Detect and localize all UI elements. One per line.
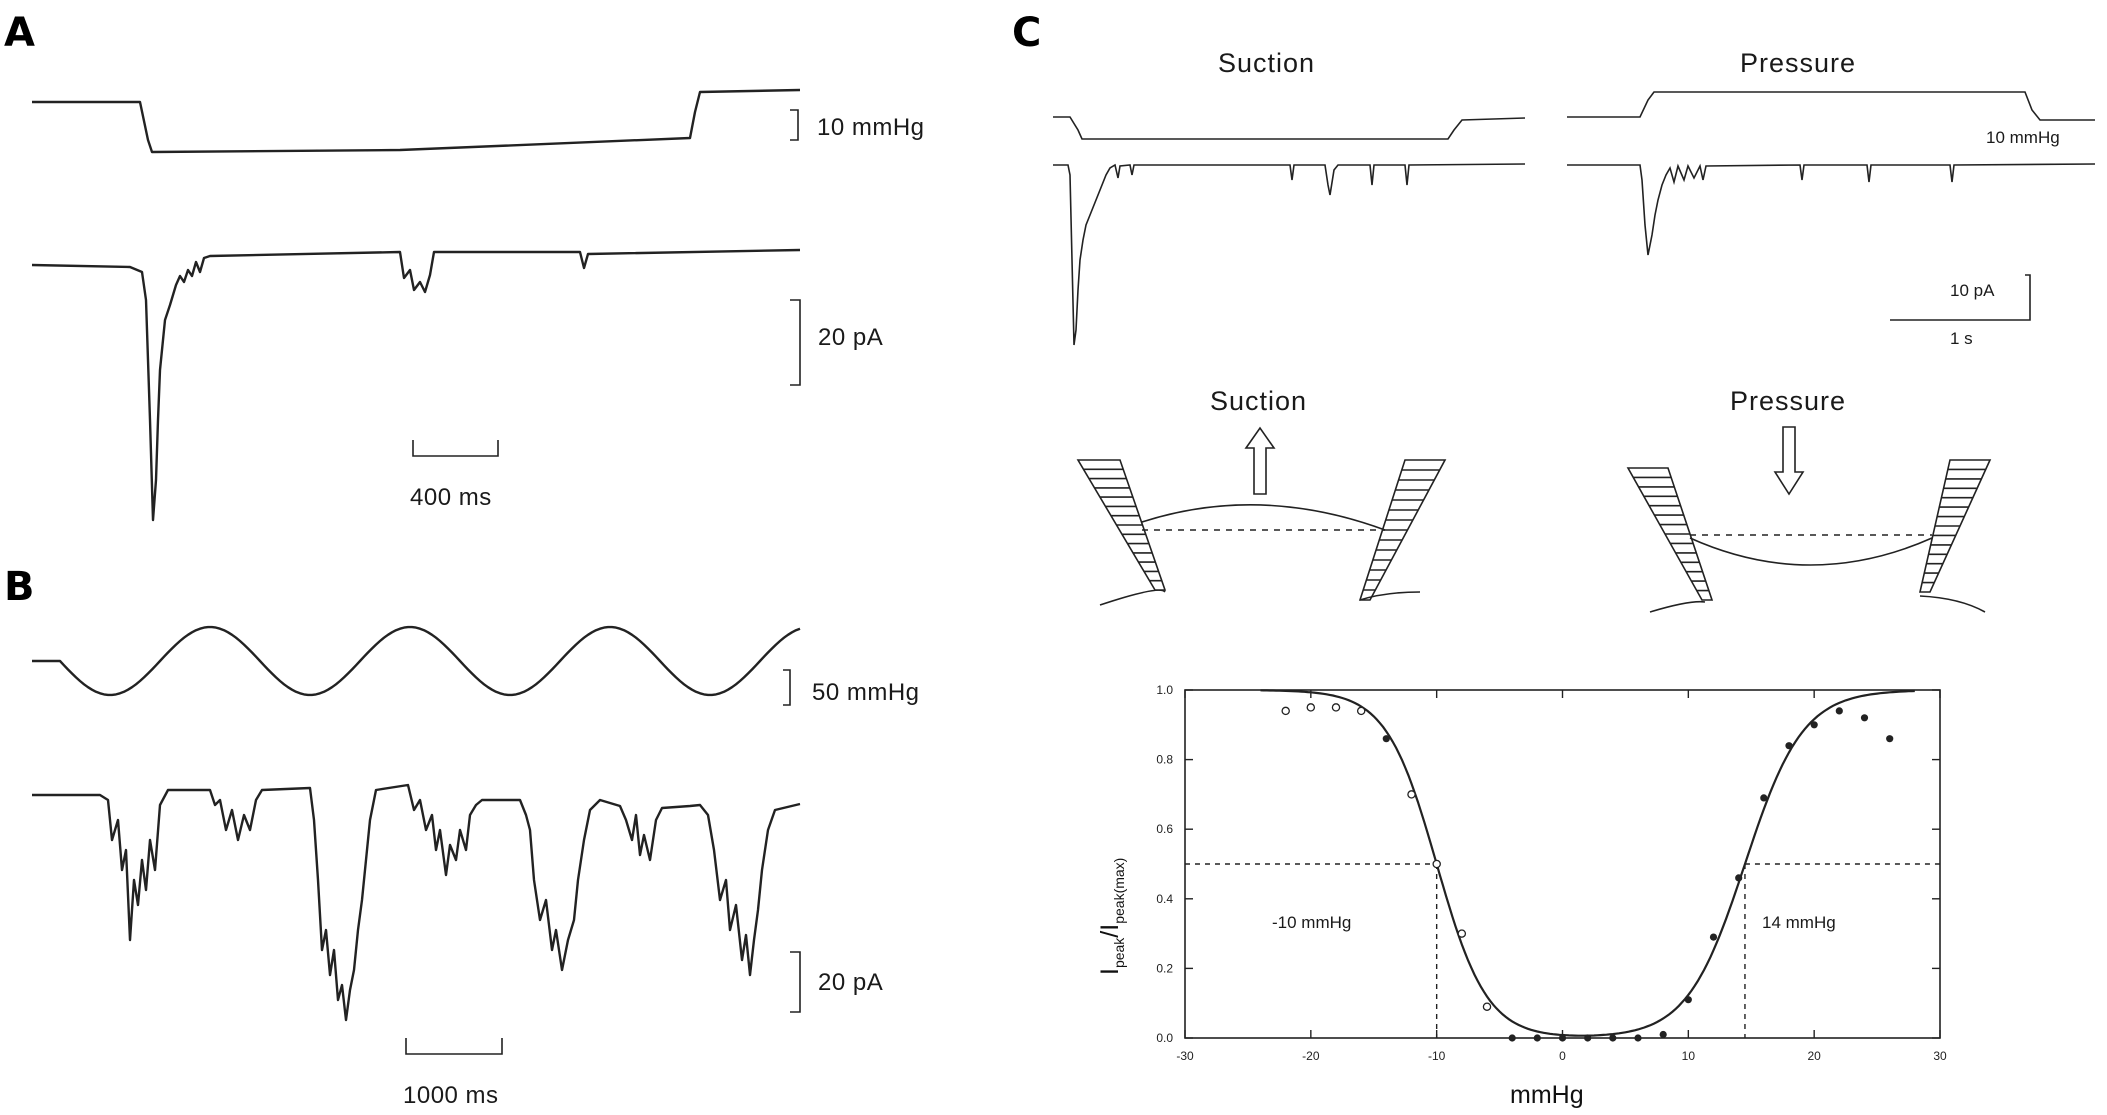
panel-b: B 50 mmHg 20 pA 1000 ms	[4, 564, 920, 1109]
chart-x-ticks: -30 -20 -10 0 10 20 30	[1176, 690, 1947, 1063]
panel-a: A 10 mmHg 20 pA 400 ms	[4, 10, 925, 522]
suction-arrow-icon	[1244, 426, 1276, 495]
x-tick-label: -10	[1428, 1049, 1446, 1063]
panel-c-pressure-current-trace	[1567, 163, 2096, 256]
chart-y-ticks: 0.0 0.2 0.4 0.6 0.8 1.0	[1156, 683, 1940, 1045]
suction-left-pipette	[1076, 459, 1167, 591]
data-point-filled	[1558, 1034, 1567, 1042]
panel-a-pressure-scalebar	[790, 109, 799, 141]
data-point-filled	[1760, 794, 1768, 802]
data-point-filled	[1735, 874, 1743, 882]
panel-b-current-trace	[32, 783, 801, 1022]
panel-b-pressure-scale: 50 mmHg	[812, 679, 920, 706]
panel-c-time-scale: 1 s	[1950, 329, 1973, 348]
pressure-right-pipette	[1918, 459, 1992, 593]
chart-annotation-right: 14 mmHg	[1762, 913, 1836, 932]
y-tick-label: 1.0	[1156, 683, 1173, 697]
y-tick-label: 0.4	[1156, 892, 1173, 906]
suction-membrane	[1141, 504, 1386, 531]
data-point-filled	[1684, 996, 1692, 1004]
panel-a-time-scale: 400 ms	[410, 484, 492, 511]
data-point-filled	[1609, 1034, 1617, 1042]
x-tick-label: -20	[1302, 1049, 1320, 1063]
pressure-cell	[1649, 595, 1986, 613]
panel-c-suction-pressure-trace	[1053, 116, 1526, 140]
pressure-membrane	[1689, 537, 1933, 566]
y-tick-label: 0.2	[1156, 961, 1173, 975]
panel-a-pressure-scale: 10 mmHg	[817, 114, 925, 141]
panel-c-schematic-pressure-label: Pressure	[1730, 386, 1846, 416]
panel-b-letter: B	[4, 564, 35, 610]
chart-x-axis-label: mmHg	[1510, 1081, 1584, 1109]
x-tick-label: 0	[1559, 1049, 1566, 1063]
panel-a-letter: A	[4, 10, 35, 56]
panel-c-pressure-pressure-trace	[1567, 91, 2095, 121]
data-point-open	[1482, 1002, 1492, 1011]
chart-y-axis-label: Ipeak/Ipeak(max)	[1096, 858, 1127, 975]
data-point-filled	[1634, 1034, 1642, 1042]
panel-c-schematic-suction-label: Suction	[1210, 386, 1307, 416]
pressure-arrow-icon	[1773, 426, 1805, 496]
data-point-filled	[1886, 735, 1894, 743]
panel-a-time-scalebar	[412, 440, 499, 457]
data-point-filled	[1508, 1034, 1516, 1042]
x-tick-label: 10	[1682, 1049, 1696, 1063]
data-point-open	[1356, 706, 1366, 716]
chart-fit-curve	[1260, 689, 1915, 1037]
data-point-filled	[1810, 721, 1818, 729]
panel-b-pressure-trace	[32, 625, 801, 697]
data-point-open	[1432, 859, 1441, 869]
panel-b-pressure-scalebar	[783, 669, 791, 706]
panel-b-time-scalebar	[405, 1038, 503, 1055]
suction-cell	[1099, 589, 1421, 606]
pressure-schematic	[1626, 426, 1992, 613]
panel-c-letter: C	[1012, 10, 1041, 56]
suction-schematic	[1076, 426, 1447, 606]
y-tick-label: 0.8	[1156, 753, 1173, 767]
suction-right-pipette	[1358, 459, 1447, 601]
data-point-filled	[1785, 742, 1793, 750]
panel-a-pressure-trace	[32, 88, 801, 154]
data-point-filled	[1860, 714, 1869, 722]
chart-half-max-guides	[1185, 863, 1940, 1038]
panel-c-pressure-scale: 10 mmHg	[1986, 128, 2060, 147]
panel-c-suction-title: Suction	[1218, 48, 1315, 78]
y-tick-label: 0.0	[1156, 1031, 1173, 1045]
y-tick-label: 0.6	[1156, 822, 1173, 836]
panel-a-current-trace	[31, 248, 801, 522]
panel-b-current-scale: 20 pA	[818, 969, 883, 996]
x-tick-label: 30	[1933, 1049, 1947, 1063]
data-point-filled	[1709, 933, 1718, 941]
dose-response-chart: -30 -20 -10 0 10 20 30 0.0 0.2 0.4 0.6 0.8 1.0 -10 …	[1096, 683, 1947, 1109]
data-point-open	[1457, 929, 1467, 938]
data-point-filled	[1533, 1034, 1541, 1042]
data-point-filled	[1835, 707, 1843, 715]
panel-b-current-scalebar	[790, 951, 801, 1013]
chart-annotation-left: -10 mmHg	[1272, 913, 1351, 932]
data-point-open	[1306, 703, 1316, 712]
x-tick-label: 20	[1807, 1049, 1821, 1063]
data-point-filled	[1584, 1034, 1592, 1042]
data-point-open	[1331, 703, 1341, 712]
pressure-left-pipette	[1626, 467, 1714, 601]
panel-c-scalebar	[1890, 274, 2031, 321]
panel-c-current-scale: 10 pA	[1950, 281, 1995, 300]
panel-a-current-scalebar	[790, 299, 801, 386]
panel-c: C Suction Pressure 10 mmHg 10 pA 1 s Suc…	[1012, 10, 2096, 1109]
panel-c-suction-current-trace	[1053, 163, 1526, 346]
panel-a-current-scale: 20 pA	[818, 324, 883, 351]
chart-data-points	[1281, 703, 1894, 1042]
data-point-filled	[1382, 735, 1390, 743]
panel-b-time-scale: 1000 ms	[403, 1082, 499, 1109]
data-point-open	[1281, 706, 1290, 716]
data-point-filled	[1659, 1030, 1667, 1039]
panel-c-pressure-title: Pressure	[1740, 48, 1856, 78]
data-point-open	[1407, 790, 1416, 799]
x-tick-label: -30	[1176, 1049, 1194, 1063]
